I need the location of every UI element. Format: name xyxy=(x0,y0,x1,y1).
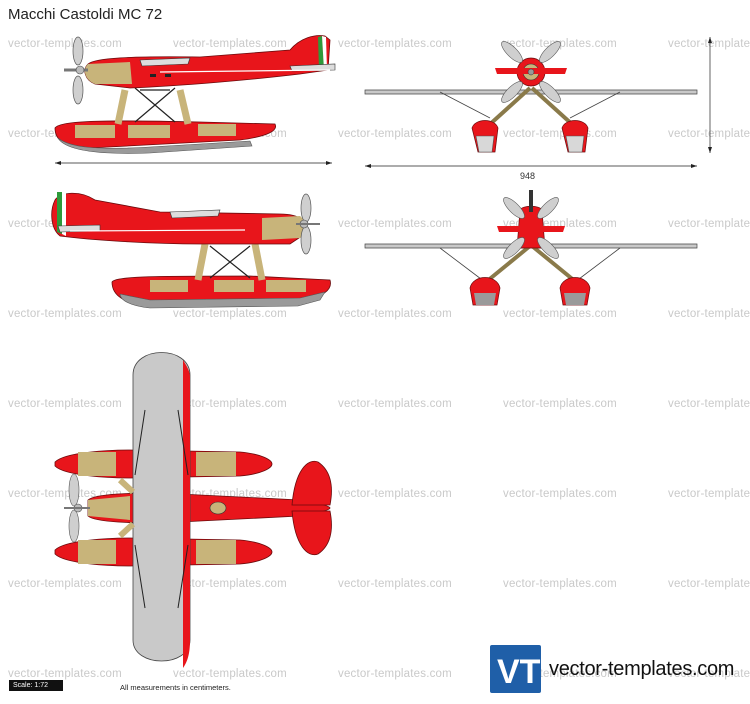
watermark-text: vector-templates.com xyxy=(503,578,617,590)
watermark-text: vector-templates.com xyxy=(503,308,617,320)
measurement-note: All measurements in centimeters. xyxy=(120,683,231,692)
scale-badge: Scale: 1:72 xyxy=(9,680,63,691)
watermark-text: vector-templates.com xyxy=(503,128,617,140)
watermark-text: vector-templates.com xyxy=(173,578,287,590)
watermark-text: vector-templates.com xyxy=(668,218,750,230)
watermark-text: vector-templates.com xyxy=(503,488,617,500)
side-view-right-facing xyxy=(51,192,331,309)
rear-view xyxy=(364,190,698,306)
watermark-text: vector-templates.com xyxy=(338,578,452,590)
watermark-text: vector-templates.com xyxy=(173,398,287,410)
watermark-text: vector-templates.com xyxy=(668,398,750,410)
watermark-text: vector-templates.com xyxy=(173,308,287,320)
watermark-text: vector-templates.com xyxy=(338,38,452,50)
top-view xyxy=(54,352,332,668)
watermark-text: vector-templates.com xyxy=(668,308,750,320)
vt-logo-icon: VT xyxy=(490,645,541,693)
watermark-text: vector-templates.com xyxy=(668,578,750,590)
watermark-text: vector-templates.com xyxy=(668,668,750,680)
logo-monogram: VT xyxy=(497,653,541,691)
watermark-text: vector-templates.com xyxy=(668,488,750,500)
watermark-text: vector-templates.com xyxy=(173,38,287,50)
watermark-text: vector-templates.com xyxy=(8,578,122,590)
watermark-text: vector-templates.com xyxy=(338,668,452,680)
watermark-text: vector-templates.com xyxy=(8,38,122,50)
side-view-left-facing xyxy=(54,35,336,165)
watermark-text: vector-templates.com xyxy=(668,38,750,50)
watermark-text: vector-templates.com xyxy=(338,128,452,140)
watermark-text: vector-templates.com xyxy=(8,308,122,320)
watermark-text: vector-templates.com xyxy=(338,308,452,320)
logo-site-name: vector-templates.com xyxy=(549,658,735,680)
watermark-text: vector-templates.com xyxy=(503,398,617,410)
watermark-text: vector-templates.com xyxy=(338,398,452,410)
watermark-text: vector-templates.com xyxy=(8,398,122,410)
watermark-text: vector-templates.com xyxy=(338,488,452,500)
watermark-text: vector-templates.com xyxy=(173,668,287,680)
front-view-top: 948 xyxy=(364,37,712,181)
wingspan-dimension: 948 xyxy=(520,171,535,181)
watermark-text: vector-templates.com xyxy=(338,218,452,230)
drawing-title: Macchi Castoldi MC 72 xyxy=(8,6,163,23)
watermark-text: vector-templates.com xyxy=(668,128,750,140)
watermark-text: vector-templates.com xyxy=(8,668,122,680)
